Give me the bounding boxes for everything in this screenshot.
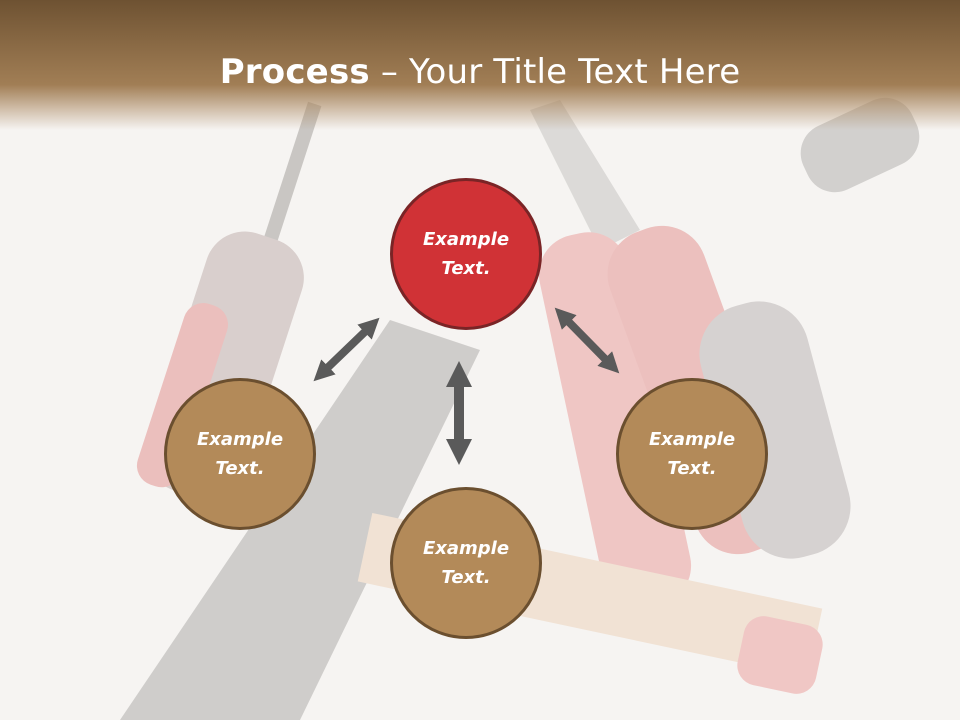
node-bottom-line1: Example (422, 538, 510, 559)
title-bar (0, 0, 960, 130)
double-arrow-top-right (554, 307, 620, 374)
slide-title-bold: Process (219, 52, 370, 92)
node-right-line1: Example (648, 429, 736, 450)
slide-title: Process – Your Title Text Here (0, 52, 960, 92)
node-left-line1: Example (196, 429, 284, 450)
process-node-bottom[interactable]: Example Text. (390, 487, 542, 639)
slide-title-rest: – Your Title Text Here (369, 52, 741, 92)
double-arrow-top-left (313, 317, 380, 382)
node-left-line2: Text. (215, 458, 265, 479)
process-node-left[interactable]: Example Text. (164, 378, 316, 530)
process-node-right[interactable]: Example Text. (616, 378, 768, 530)
process-node-top[interactable]: Example Text. (390, 178, 542, 330)
node-bottom-line2: Text. (441, 567, 491, 588)
node-right-line2: Text. (667, 458, 717, 479)
node-top-line1: Example (422, 229, 510, 250)
node-top-line2: Text. (441, 258, 491, 279)
